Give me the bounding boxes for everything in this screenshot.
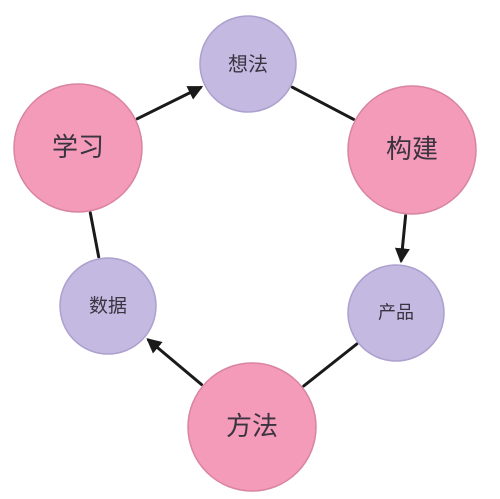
node-goujian: 构建 bbox=[347, 85, 477, 215]
edge-shuju-to-xuexi bbox=[88, 211, 101, 259]
edge-xuexi-to-xiangfa bbox=[135, 86, 204, 121]
edge-chanpin-to-fangfa bbox=[302, 342, 359, 388]
node-fangfa: 方法 bbox=[187, 362, 317, 492]
node-label-chanpin: 产品 bbox=[378, 303, 414, 324]
node-circle-xiangfa bbox=[199, 15, 297, 113]
node-label-goujian: 构建 bbox=[386, 135, 438, 165]
node-circle-fangfa bbox=[187, 362, 317, 492]
edge-fangfa-to-shuju bbox=[146, 338, 203, 386]
node-label-fangfa: 方法 bbox=[226, 412, 278, 442]
node-label-xuexi: 学习 bbox=[52, 133, 104, 163]
node-circle-chanpin bbox=[347, 264, 445, 362]
node-circle-goujian bbox=[347, 85, 477, 215]
edges-layer bbox=[88, 85, 410, 388]
node-xuexi: 学习 bbox=[13, 83, 143, 213]
node-label-shuju: 数据 bbox=[89, 295, 127, 317]
node-chanpin: 产品 bbox=[347, 264, 445, 362]
node-label-xiangfa: 想法 bbox=[228, 52, 268, 76]
node-shuju: 数据 bbox=[59, 257, 157, 355]
node-circle-xuexi bbox=[13, 83, 143, 213]
node-xiangfa: 想法 bbox=[199, 15, 297, 113]
edge-goujian-to-chanpin bbox=[394, 214, 410, 264]
node-circle-shuju bbox=[59, 257, 157, 355]
edge-xiangfa-to-goujian bbox=[290, 85, 355, 121]
